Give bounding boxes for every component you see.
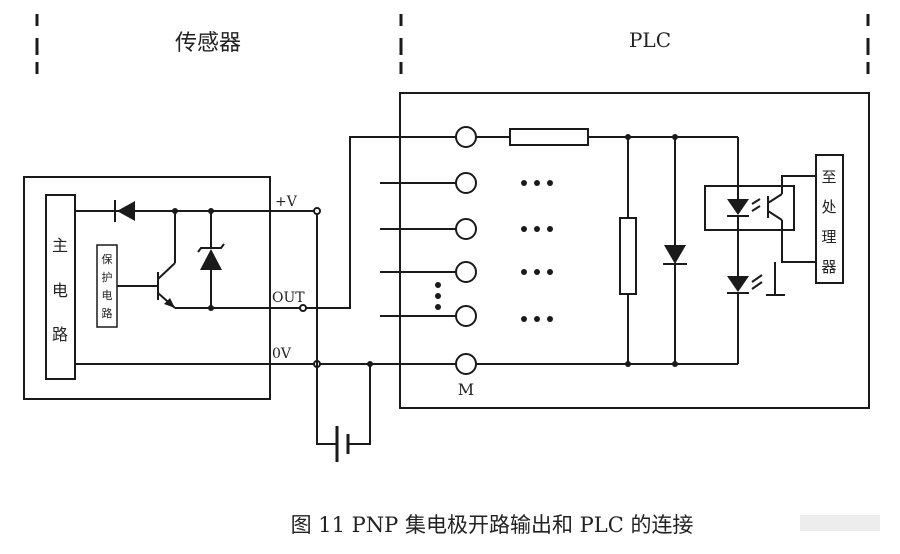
zener-diode-icon (197, 211, 225, 308)
shunt-resistor (619, 217, 637, 295)
rail-diode-icon (114, 200, 135, 222)
protection-circuit-char: 护 (102, 270, 113, 284)
protection-circuit-char: 保 (102, 252, 113, 266)
pnp-transistor-icon (117, 211, 176, 309)
to-processor-char: 理 (821, 228, 836, 246)
to-processor-label: 至 处 理 器 (821, 168, 836, 276)
terminal-label-plus-v: +V (275, 194, 298, 210)
to-processor-char: 至 (821, 168, 836, 186)
main-circuit-char: 主 (52, 236, 68, 255)
terminal-label-zero-v: 0V (272, 346, 292, 362)
to-processor-char: 处 (821, 198, 836, 216)
optocoupler-box (704, 185, 795, 231)
plc-input-terminal (455, 172, 477, 194)
section-label-sensor: 传感器 (175, 31, 241, 56)
plc-box (399, 92, 870, 409)
series-resistor (509, 128, 589, 146)
to-processor-char: 器 (821, 258, 836, 276)
plc-input-terminal (455, 261, 477, 283)
protection-circuit-char: 路 (102, 307, 113, 320)
main-circuit-label: 主 电 路 (52, 236, 68, 344)
plc-input-terminal (455, 126, 477, 148)
indicator-led-icon (727, 274, 763, 294)
optocoupler-led-icon (727, 198, 761, 217)
watermark-blur (800, 515, 880, 531)
ellipsis-dots (435, 180, 553, 322)
phototransistor-icon (767, 193, 783, 221)
terminal-plus-v (313, 207, 321, 215)
main-circuit-char: 电 (52, 281, 68, 300)
main-circuit-block (45, 194, 76, 380)
protection-circuit-char: 电 (102, 289, 113, 302)
battery-icon (316, 214, 371, 462)
parallel-diode-icon (663, 137, 687, 364)
figure-caption: 图 11 PNP 集电极开路输出和 PLC 的连接 (291, 513, 694, 537)
processor-block (815, 154, 844, 284)
main-circuit-char: 路 (52, 325, 68, 344)
section-label-plc: PLC (629, 28, 671, 52)
protection-circuit-label: 保 护 电 路 (102, 252, 113, 320)
plc-common-terminal (455, 353, 477, 375)
sensor-box (23, 176, 271, 400)
plc-input-terminal (455, 218, 477, 240)
plc-input-terminal (455, 305, 477, 327)
terminal-label-out: OUT (272, 290, 305, 306)
common-terminal-label: M (458, 380, 474, 399)
out-to-plc-wire (306, 136, 456, 309)
